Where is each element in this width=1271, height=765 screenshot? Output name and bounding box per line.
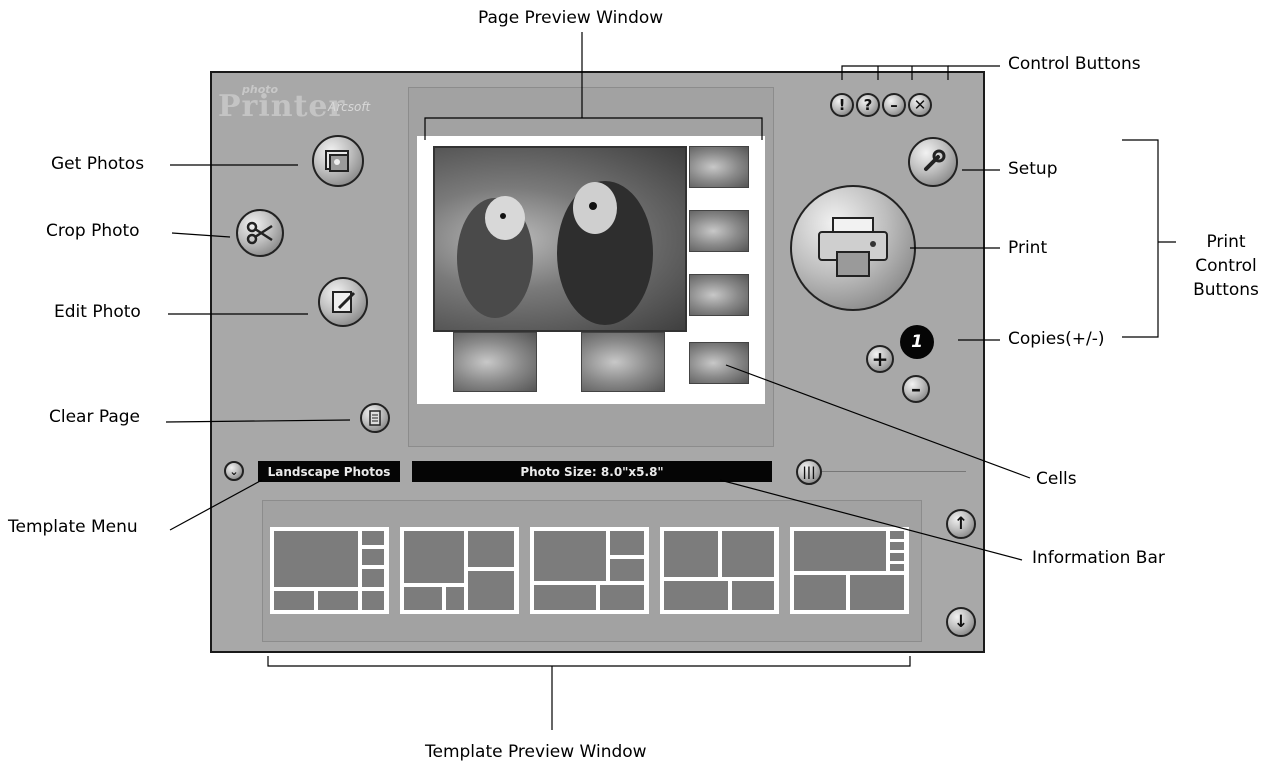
template-thumbnail[interactable] [660, 527, 779, 614]
print-button[interactable] [790, 185, 916, 311]
callout-edit-photo: Edit Photo [54, 302, 141, 322]
arrow-up-icon: ↑ [953, 514, 969, 534]
callout-template-preview-window: Template Preview Window [425, 742, 647, 762]
pen-edit-icon [332, 291, 356, 313]
template-thumbnail[interactable] [530, 527, 649, 614]
clear-page-icon [369, 410, 381, 426]
slider-handle-icon: ||| [802, 465, 816, 479]
plus-icon: + [871, 347, 889, 371]
scissors-icon [246, 221, 273, 245]
copies-count-display: 1 [900, 325, 934, 359]
copies-plus-button[interactable]: + [866, 345, 894, 373]
photo-printer-window: photo Printer Arcsoft ! ? – ✕ [210, 71, 985, 653]
printer-icon [818, 217, 888, 277]
photo-cell[interactable] [581, 332, 665, 392]
chevron-down-icon: ⌄ [229, 464, 239, 478]
copies-minus-button[interactable]: – [902, 375, 930, 403]
template-scroll-up-button[interactable]: ↑ [946, 509, 976, 539]
photo-cell[interactable] [689, 146, 749, 188]
template-thumbnail[interactable] [400, 527, 519, 614]
minimize-button[interactable]: – [882, 93, 906, 117]
callout-get-photos: Get Photos [51, 154, 145, 174]
logo-small-text: photo [242, 83, 279, 96]
photo-cell[interactable] [453, 332, 537, 392]
crop-photo-button[interactable] [236, 209, 284, 257]
photo-folder-icon [325, 150, 349, 172]
callout-cells: Cells [1036, 469, 1077, 489]
photo-cell[interactable] [689, 342, 749, 384]
callout-information-bar: Information Bar [1032, 548, 1165, 568]
photo-cell[interactable] [689, 274, 749, 316]
main-photo-cell[interactable] [433, 146, 687, 332]
slider-handle[interactable]: ||| [796, 459, 822, 485]
setup-button[interactable] [908, 137, 958, 187]
clear-page-button[interactable] [360, 403, 390, 433]
edit-photo-button[interactable] [318, 277, 368, 327]
callout-template-menu: Template Menu [8, 517, 138, 537]
parrots-photo [457, 181, 653, 325]
close-icon: ✕ [913, 96, 927, 114]
template-thumbnail[interactable] [270, 527, 389, 614]
callout-control-buttons: Control Buttons [1008, 54, 1141, 74]
callout-print: Print [1008, 238, 1048, 258]
callout-clear-page: Clear Page [49, 407, 141, 427]
template-scroll-down-button[interactable]: ↓ [946, 607, 976, 637]
close-button[interactable]: ✕ [908, 93, 932, 117]
minus-icon: – [911, 377, 921, 401]
info-button[interactable]: ! [830, 93, 854, 117]
logo-signature: Arcsoft [328, 100, 371, 114]
template-thumbnail[interactable] [790, 527, 909, 614]
template-menu-dropdown-button[interactable]: ⌄ [224, 461, 244, 481]
callout-crop-photo: Crop Photo [46, 221, 140, 241]
template-menu[interactable]: Landscape Photos [258, 461, 400, 482]
callout-setup: Setup [1008, 159, 1058, 179]
callout-page-preview-window: Page Preview Window [478, 8, 664, 28]
get-photos-button[interactable] [312, 135, 364, 187]
information-bar: Photo Size: 8.0"x5.8" [412, 461, 772, 482]
callout-copies: Copies(+/-) [1008, 329, 1105, 349]
help-button[interactable]: ? [856, 93, 880, 117]
app-logo: Printer [218, 89, 346, 124]
page-preview [417, 136, 765, 404]
arrow-down-icon: ↓ [953, 612, 969, 632]
template-preview-window [262, 500, 922, 642]
info-icon: ! [838, 96, 846, 114]
callout-print-control-buttons: Print Control Buttons [1193, 232, 1259, 300]
page-preview-window [408, 87, 774, 447]
help-icon: ? [863, 96, 873, 114]
wrench-icon [924, 149, 946, 171]
photo-cell[interactable] [689, 210, 749, 252]
minimize-icon: – [890, 96, 898, 114]
